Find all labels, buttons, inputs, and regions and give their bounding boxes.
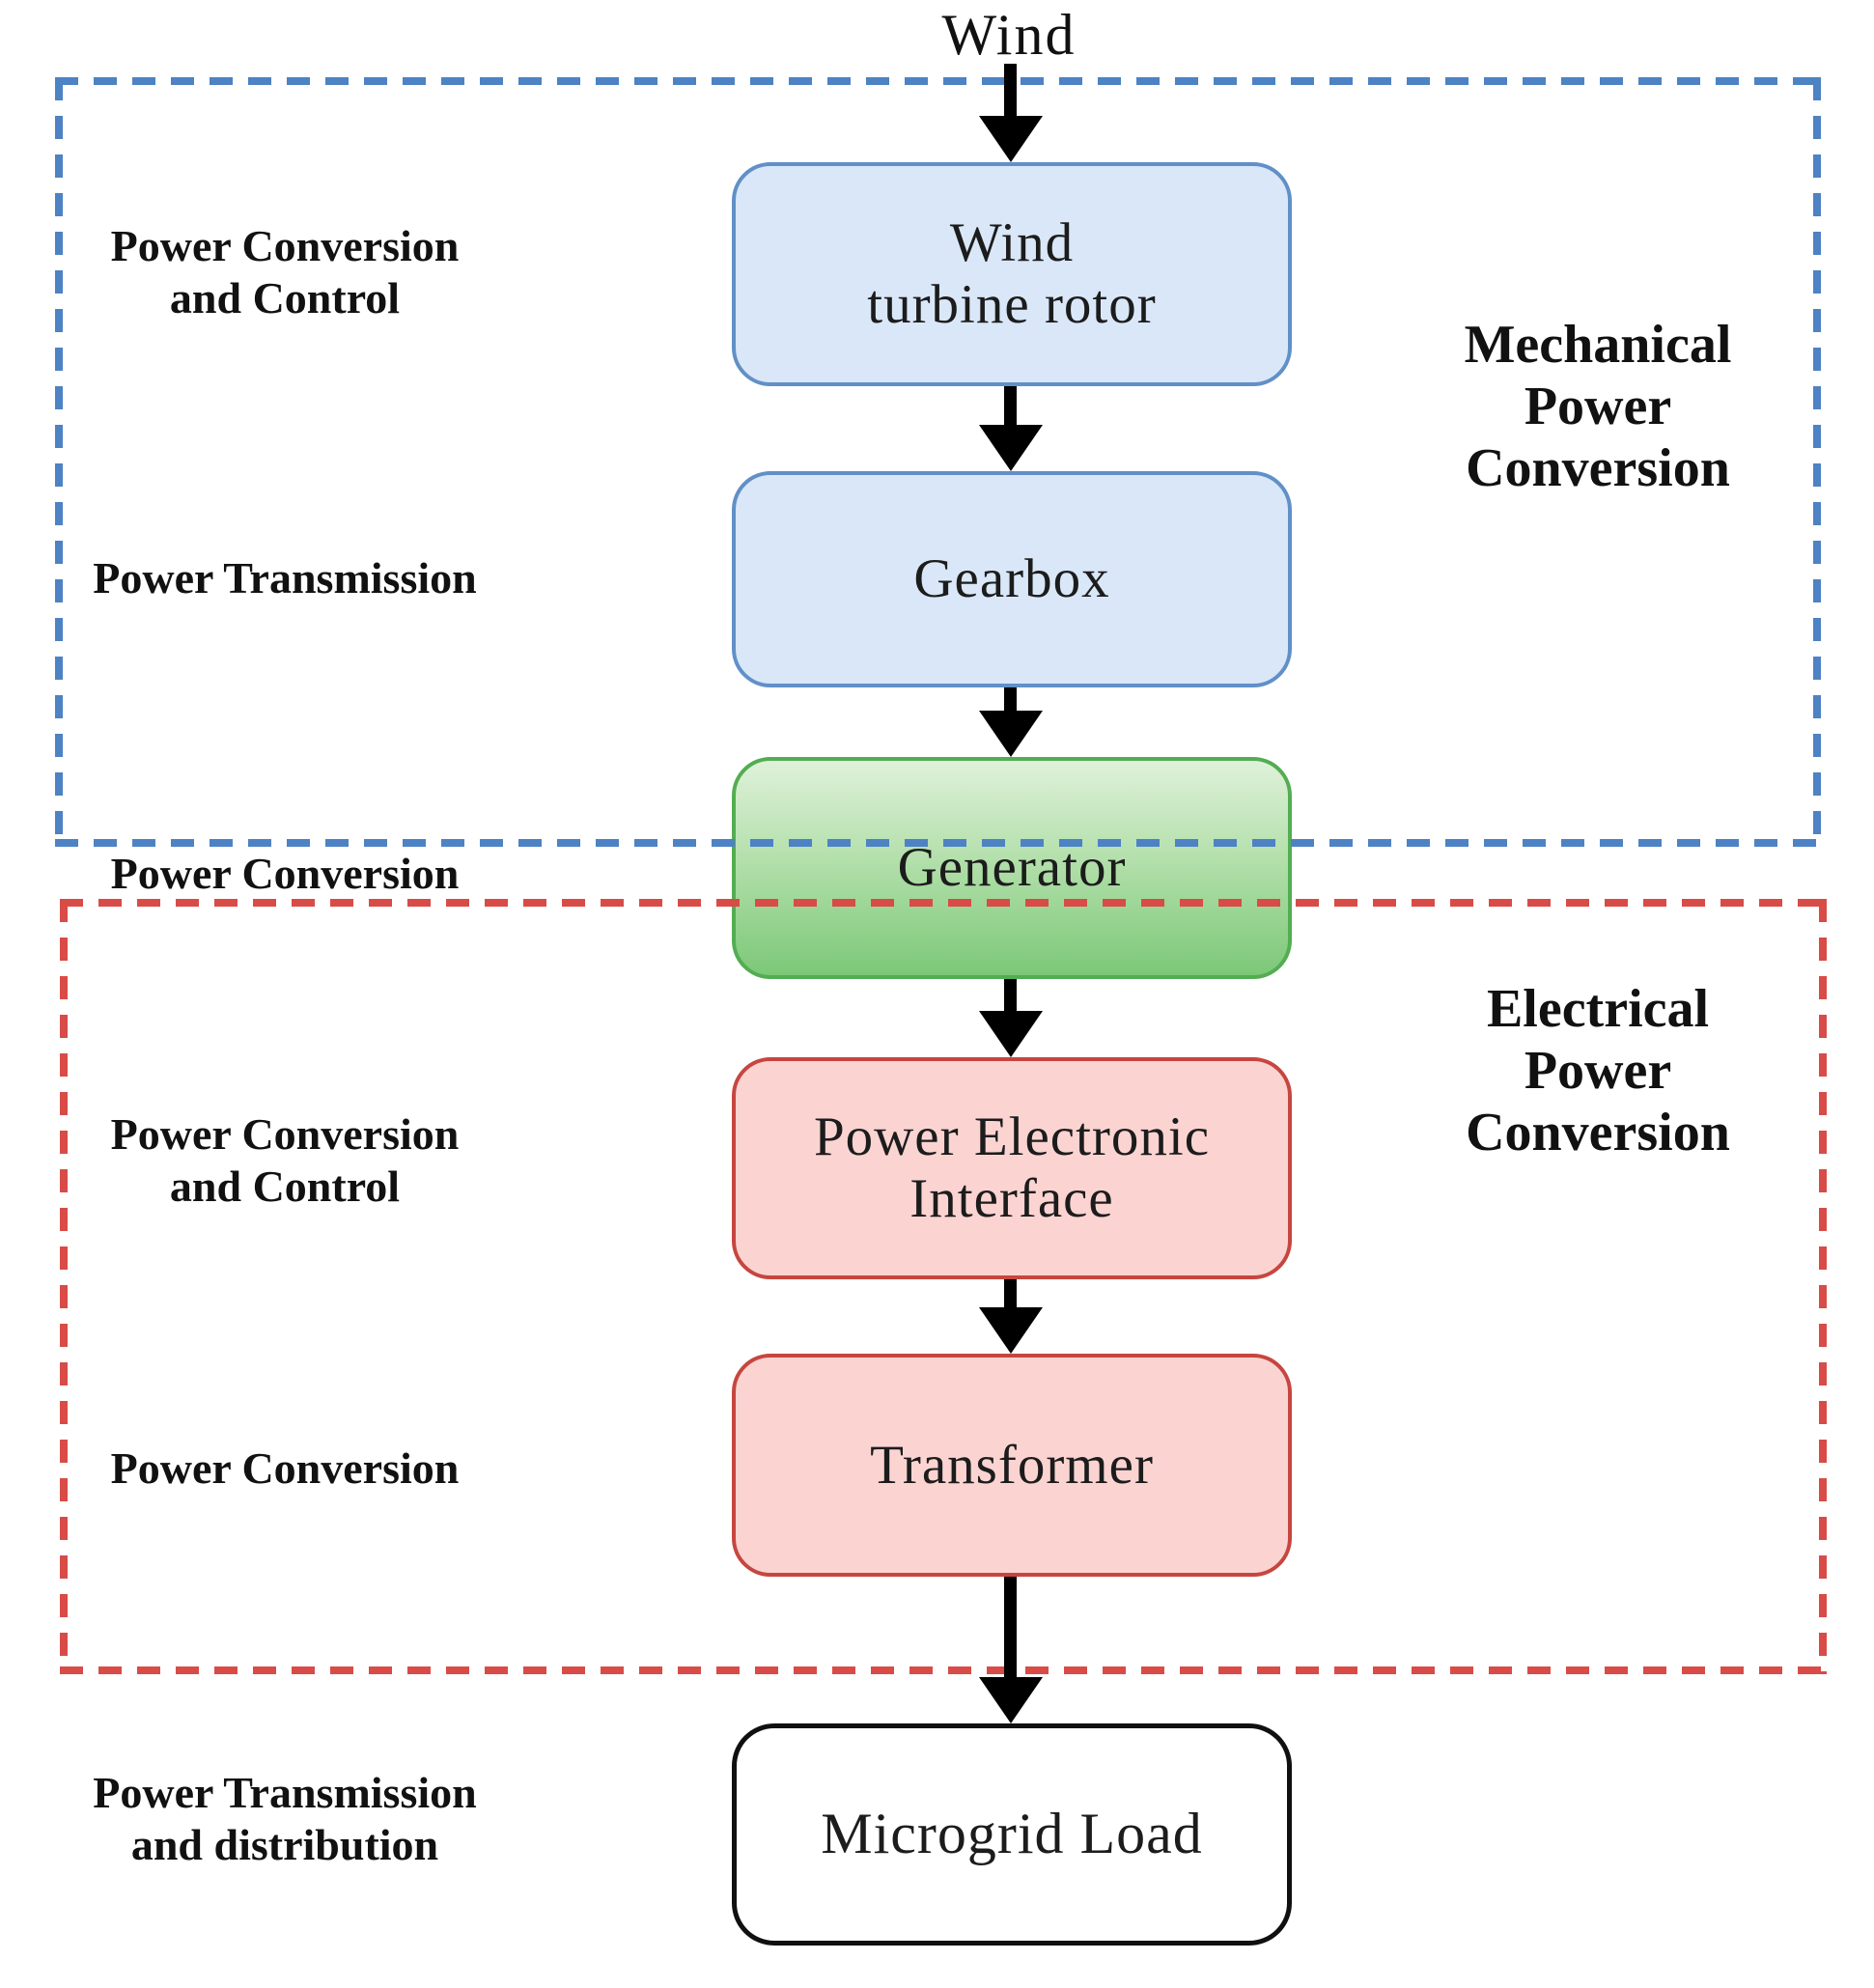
mechanical-region-border-right (1813, 77, 1821, 847)
region-label-mechanical-power-conversion: Mechanical Power Conversion (1464, 315, 1732, 498)
arrow-generator-to-interface (979, 979, 1043, 1057)
arrow-head-icon (979, 1011, 1043, 1057)
stage-label-power-conversion-generator: Power Conversion (110, 849, 460, 898)
arrow-head-icon (979, 1677, 1043, 1723)
stage-label-power-transmission: Power Transmission (93, 553, 477, 602)
arrow-wind-to-rotor (979, 64, 1043, 162)
wind-source-label: Wind (941, 3, 1077, 67)
stage-label-power-transmission-and-distribution: Power Transmission and distribution (93, 1768, 477, 1870)
arrow-shaft (1004, 386, 1017, 425)
node-transformer: Transformer (732, 1354, 1292, 1577)
arrow-shaft (1004, 687, 1017, 711)
mechanical-region-border-bottom (55, 839, 1821, 847)
electrical-region-border-top (60, 899, 1827, 907)
arrow-shaft (1004, 979, 1017, 1011)
arrow-interface-to-transformer (979, 1279, 1043, 1354)
arrow-shaft (1004, 1279, 1017, 1307)
mechanical-region-border-left (55, 77, 63, 847)
arrow-rotor-to-gearbox (979, 386, 1043, 471)
node-generator: Generator (732, 757, 1292, 979)
electrical-region-border-bottom (60, 1666, 1827, 1674)
node-microgrid-load: Microgrid Load (732, 1723, 1292, 1946)
node-power-electronic-interface: Power Electronic Interface (732, 1057, 1292, 1279)
arrow-head-icon (979, 425, 1043, 471)
arrow-head-icon (979, 1307, 1043, 1354)
arrow-gearbox-to-generator (979, 687, 1043, 757)
arrow-transformer-to-load (979, 1577, 1043, 1723)
arrow-head-icon (979, 116, 1043, 162)
mechanical-region-border-top (55, 77, 1821, 85)
node-gearbox: Gearbox (732, 471, 1292, 687)
electrical-region-border-left (60, 899, 68, 1674)
node-wind-turbine-rotor: Wind turbine rotor (732, 162, 1292, 386)
region-label-electrical-power-conversion: Electrical Power Conversion (1466, 979, 1730, 1162)
arrow-head-icon (979, 711, 1043, 757)
stage-label-power-conversion-transformer: Power Conversion (110, 1443, 460, 1493)
arrow-shaft (1004, 64, 1017, 116)
stage-label-power-conversion-and-control-electrical: Power Conversion and Control (110, 1109, 460, 1212)
electrical-region-border-right (1819, 899, 1827, 1674)
arrow-shaft (1004, 1577, 1017, 1677)
stage-label-power-conversion-and-control-mechanical: Power Conversion and Control (110, 221, 460, 323)
